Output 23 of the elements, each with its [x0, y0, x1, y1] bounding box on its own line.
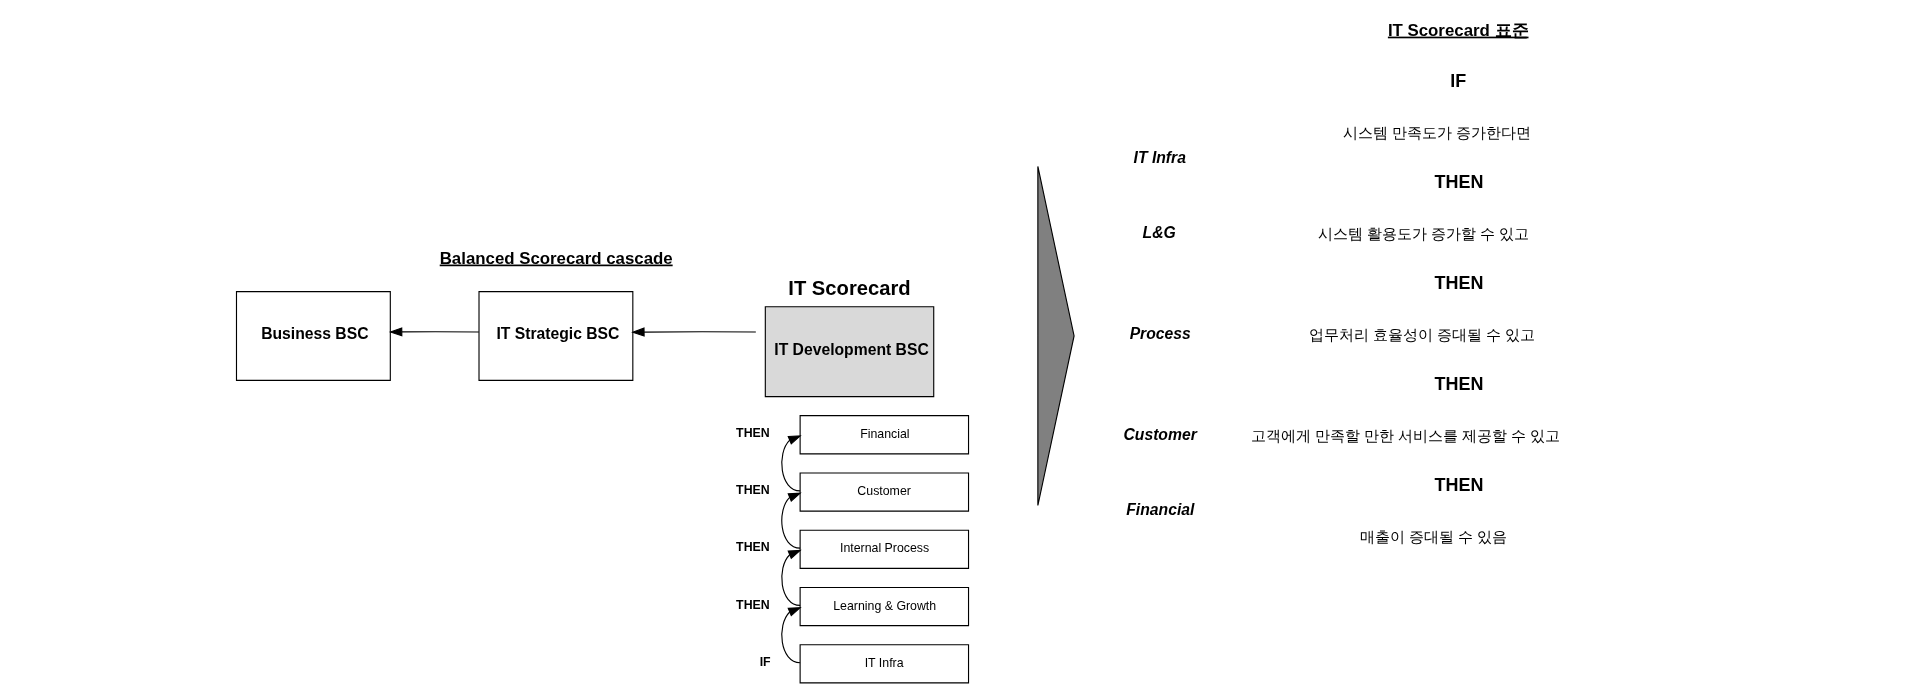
- label: IT Infra: [1133, 148, 1186, 166]
- label: THEN: [1433, 272, 1483, 293]
- node-label: THEN: [735, 540, 770, 555]
- label: 고객에게 만족할 만한 서비스를 제공할 수 있고: [1250, 427, 1560, 444]
- node-label: THEN: [735, 425, 770, 440]
- node-label: THEN: [735, 483, 770, 498]
- label: Process: [1129, 325, 1191, 342]
- label: THEN: [1433, 373, 1483, 394]
- label: IT Scorecard 표준: [1387, 20, 1529, 40]
- label: L&G: [1142, 223, 1176, 241]
- label: Customer: [1122, 426, 1197, 444]
- label: Financial: [1125, 501, 1194, 519]
- label: 업무처리 효율성이 증대될 수 있고: [1308, 326, 1535, 343]
- label: THEN: [1433, 474, 1483, 495]
- node-label: THEN: [735, 597, 770, 612]
- node-label: IF: [759, 654, 771, 669]
- label: THEN: [1433, 171, 1483, 192]
- label: 시스템 활용도가 증가할 수 있고: [1317, 225, 1529, 242]
- label: 시스템 만족도가 증가한다면: [1342, 124, 1531, 141]
- label: Balanced Scorecard cascade: [439, 248, 673, 268]
- label: 매출이 증대될 수 있음: [1359, 528, 1507, 545]
- node-label: IT Scorecard: [787, 276, 911, 299]
- label: IF: [1449, 70, 1466, 91]
